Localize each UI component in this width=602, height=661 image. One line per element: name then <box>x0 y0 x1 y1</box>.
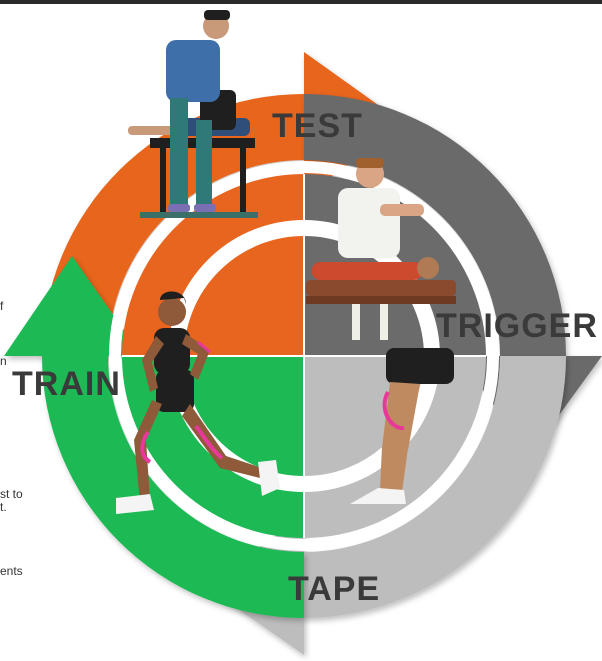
side-text-fragment-4: t. <box>0 500 7 514</box>
train-arrow <box>4 256 304 618</box>
step-label-test: TEST <box>272 107 363 145</box>
physio-testing-icon <box>128 10 258 218</box>
side-text-fragment-5: ents <box>0 564 23 578</box>
step-label-tape: TAPE <box>288 570 380 608</box>
runner-icon <box>116 291 280 514</box>
step-label-train: TRAIN <box>12 365 121 403</box>
side-text-fragment-1: f <box>0 299 4 313</box>
step-label-trigger: TRIGGER <box>436 307 598 345</box>
side-text-fragment-3: st to <box>0 487 23 501</box>
side-text-fragment-2: n <box>0 354 7 368</box>
top-border <box>0 0 602 4</box>
taped-knee-icon <box>350 348 454 504</box>
massage-therapy-icon <box>306 158 456 340</box>
